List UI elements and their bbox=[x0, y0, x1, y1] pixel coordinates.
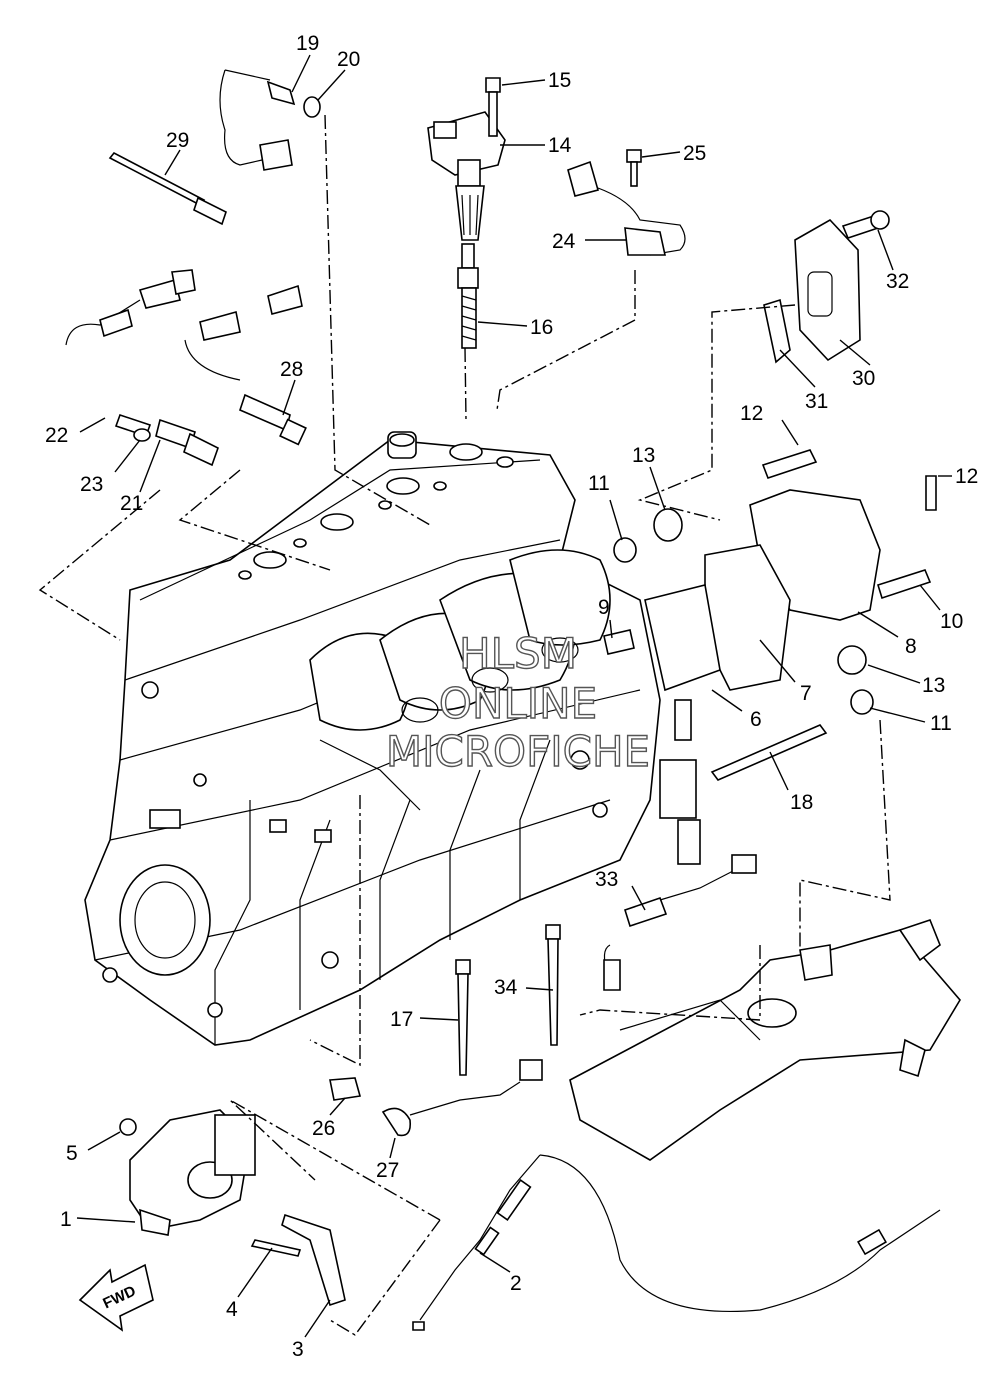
callout-1: 1 bbox=[60, 1208, 72, 1231]
sensor-probe-29 bbox=[108, 151, 227, 226]
callout-20: 20 bbox=[337, 48, 360, 71]
callout-3: 3 bbox=[292, 1338, 304, 1361]
callout-6: 6 bbox=[750, 708, 762, 731]
callout-31: 31 bbox=[805, 390, 828, 413]
leader-lines bbox=[76, 54, 952, 1338]
callout-29: 29 bbox=[166, 129, 189, 152]
assembly-lines bbox=[38, 114, 891, 1336]
callout-15: 15 bbox=[548, 69, 571, 92]
callout-24: 24 bbox=[552, 230, 576, 253]
watermark-line-1: HLSM bbox=[459, 629, 577, 678]
callout-18: 18 bbox=[790, 791, 813, 814]
cable-ties bbox=[455, 924, 561, 1076]
throttle-body-1 bbox=[119, 1109, 346, 1307]
engine-block bbox=[84, 431, 661, 1046]
callout-13-upper: 13 bbox=[632, 444, 655, 467]
ignition-coil bbox=[427, 111, 506, 241]
pressure-sensor-21 bbox=[114, 413, 219, 467]
callout-11-upper: 11 bbox=[588, 472, 610, 495]
callout-30: 30 bbox=[852, 367, 875, 390]
spark-plug bbox=[457, 243, 479, 349]
ecu-bracket-30 bbox=[763, 210, 890, 364]
fwd-arrow: FWD bbox=[78, 1263, 154, 1332]
callout-34: 34 bbox=[494, 976, 518, 999]
callout-16: 16 bbox=[530, 316, 553, 339]
callout-4: 4 bbox=[226, 1298, 238, 1321]
callout-19: 19 bbox=[296, 32, 319, 55]
callout-11-lower: 11 bbox=[930, 712, 952, 735]
callout-21: 21 bbox=[120, 492, 143, 515]
callout-10: 10 bbox=[940, 610, 963, 633]
callout-22: 22 bbox=[45, 424, 68, 447]
exhaust-pipe bbox=[569, 919, 961, 1161]
callout-9: 9 bbox=[598, 596, 610, 619]
callout-28: 28 bbox=[280, 358, 303, 381]
callout-12-left: 12 bbox=[740, 402, 763, 425]
watermark-line-2: ONLINE bbox=[439, 679, 597, 728]
throttle-sensor-group bbox=[603, 449, 937, 865]
callout-2: 2 bbox=[510, 1272, 522, 1295]
callout-27: 27 bbox=[376, 1159, 399, 1182]
temp-sensor-left bbox=[65, 269, 307, 446]
knock-sensor bbox=[219, 69, 321, 171]
watermark: HLSM ONLINE MICROFICHE bbox=[385, 628, 651, 776]
callout-17: 17 bbox=[390, 1008, 413, 1031]
callout-5: 5 bbox=[66, 1142, 78, 1165]
cam-sensor bbox=[567, 149, 686, 256]
o2-sensor-33 bbox=[603, 854, 757, 991]
callout-26: 26 bbox=[312, 1117, 335, 1140]
callout-7: 7 bbox=[800, 682, 812, 705]
callout-14: 14 bbox=[548, 134, 572, 157]
callout-13-lower: 13 bbox=[922, 674, 945, 697]
watermark-line-3: MICROFICHE bbox=[386, 727, 650, 776]
callout-33: 33 bbox=[595, 868, 618, 891]
callout-25: 25 bbox=[683, 142, 706, 165]
callout-12-right: 12 bbox=[955, 465, 978, 488]
callout-numbers: 1 2 3 4 5 6 7 8 9 10 11 11 12 12 13 13 1… bbox=[45, 32, 978, 1361]
callout-32: 32 bbox=[886, 270, 909, 293]
temp-sender-26-27 bbox=[329, 1059, 543, 1137]
coil-bolt bbox=[485, 77, 501, 137]
callout-23: 23 bbox=[80, 473, 103, 496]
throttle-cable-2 bbox=[412, 1154, 941, 1331]
callout-8: 8 bbox=[905, 635, 917, 658]
